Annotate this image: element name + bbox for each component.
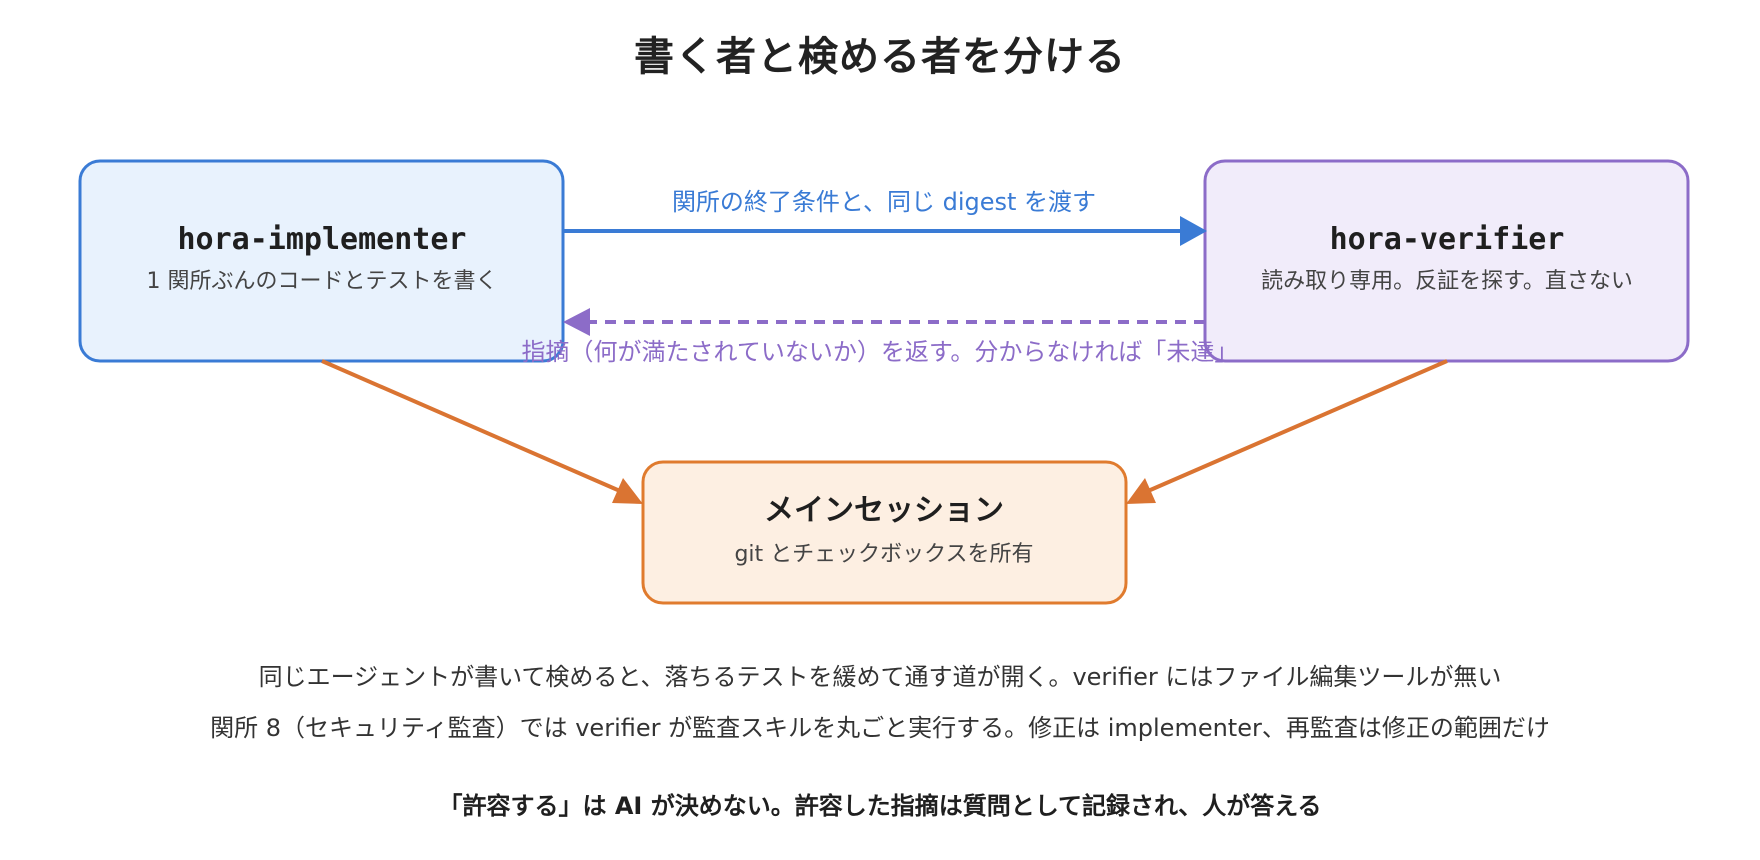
note-line-2: 関所 8（セキュリティ監査）では verifier が監査スキルを丸ごと実行する… [210, 714, 1550, 742]
implementer-main-arrow-line [321, 359, 621, 493]
node-implementer: hora-implementer 1 関所ぶんのコードとテストを書く [78, 159, 565, 363]
node-verifier: hora-verifier 読み取り専用。反証を探す。直さない [1203, 159, 1690, 363]
implementer-title: hora-implementer [178, 222, 467, 257]
verifier-box [1203, 159, 1690, 363]
implementer-box [78, 159, 565, 363]
main-session-title: メインセッション [764, 493, 1004, 528]
edge-handoff: 関所の終了条件と、同じ digest を渡す [563, 188, 1207, 246]
node-main-session: メインセッション git とチェックボックスを所有 [641, 460, 1128, 605]
handoff-label: 関所の終了条件と、同じ digest を渡す [672, 188, 1096, 216]
edge-feedback: 指摘（何が満たされていないか）を返す。分からなければ「未達」 [522, 308, 1239, 366]
verifier-main-arrowhead [1126, 478, 1156, 504]
verifier-title: hora-verifier [1330, 222, 1565, 257]
verifier-main-arrow-line [1147, 359, 1448, 493]
edge-implementer-to-main [321, 359, 643, 504]
handoff-arrowhead [1180, 216, 1207, 246]
note-line-1: 同じエージェントが書いて検めると、落ちるテストを緩めて通す道が開く。verifi… [258, 663, 1502, 691]
feedback-arrowhead [563, 308, 590, 336]
note-line-3: 「許容する」は AI が決めない。許容した指摘は質問として記録され、人が答える [438, 792, 1322, 820]
verifier-subtitle: 読み取り専用。反証を探す。直さない [1261, 269, 1633, 294]
implementer-subtitle: 1 関所ぶんのコードとテストを書く [147, 269, 498, 294]
main-session-box [641, 460, 1128, 605]
diagram-title: 書く者と検める者を分ける [634, 34, 1126, 80]
main-session-subtitle: git とチェックボックスを所有 [734, 542, 1033, 567]
implementer-main-arrowhead [612, 478, 643, 504]
edge-verifier-to-main [1126, 359, 1448, 504]
feedback-label: 指摘（何が満たされていないか）を返す。分からなければ「未達」 [522, 338, 1239, 366]
